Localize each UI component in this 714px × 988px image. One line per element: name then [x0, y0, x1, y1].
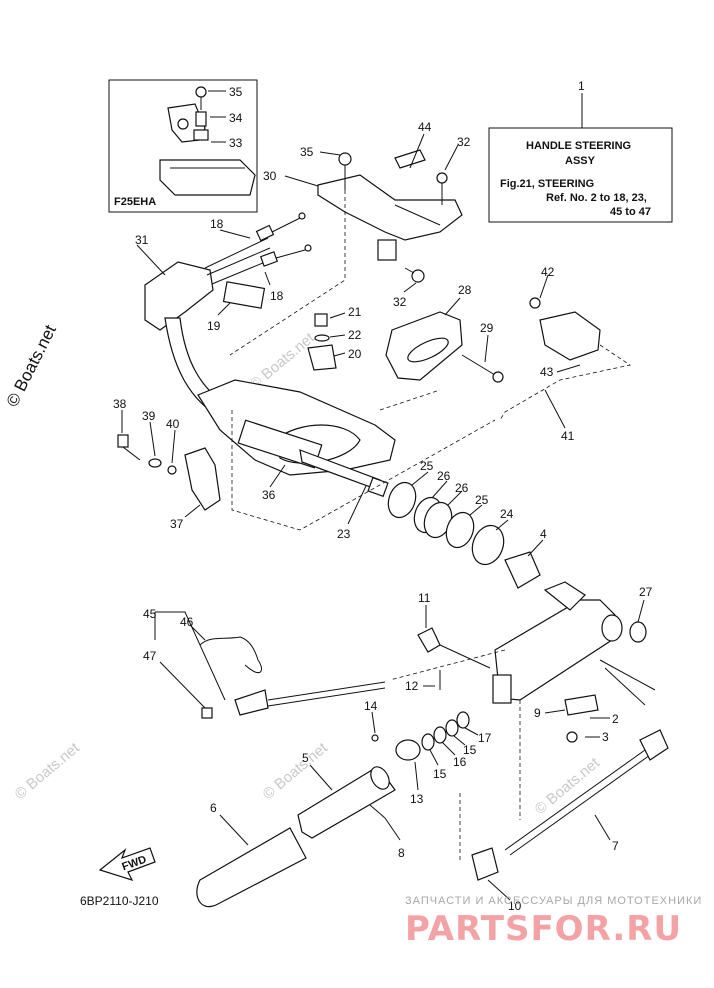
stop-switch-assembly: 42 43 41 — [499, 265, 632, 443]
part-10: 10 — [508, 899, 522, 913]
cover-and-bolt: 28 29 — [385, 283, 504, 383]
part-38: 38 — [113, 397, 127, 411]
part-40: 40 — [166, 417, 180, 431]
part-29: 29 — [480, 321, 494, 335]
part-6: 6 — [210, 801, 217, 815]
part-35: 35 — [300, 145, 314, 159]
part-37: 37 — [170, 517, 184, 531]
part-20: 20 — [348, 347, 362, 361]
part-35-inset: 35 — [229, 85, 243, 99]
part-17: 17 — [478, 731, 492, 745]
watermark-faint-3: © Boats.net — [12, 739, 84, 803]
part-1: 1 — [578, 79, 585, 93]
part-25-b: 25 — [475, 493, 489, 507]
part-32-mid: 32 — [393, 295, 407, 309]
part-3: 3 — [602, 730, 609, 744]
part-7: 7 — [612, 839, 619, 853]
steering-bracket: 36 23 — [197, 379, 396, 541]
inset-f25eha: F25EHA 35 34 33 — [108, 79, 258, 213]
fwd-arrow-icon: FWD — [98, 847, 156, 881]
part-36: 36 — [262, 488, 276, 502]
part-34: 34 — [229, 111, 243, 125]
ref-line-5: 45 to 47 — [610, 206, 651, 218]
part-31: 31 — [135, 233, 149, 247]
throttle-grip-assembly: 31 18 18 19 — [135, 212, 312, 419]
part-13: 13 — [410, 792, 424, 806]
part-8: 8 — [398, 846, 405, 860]
part-5: 5 — [302, 751, 309, 765]
part-18-top: 18 — [210, 217, 224, 231]
part-18-bottom: 18 — [270, 289, 284, 303]
ref-line-4: Ref. No. 2 to 18, 23, — [546, 192, 647, 204]
part-27: 27 — [639, 585, 653, 599]
part-46: 46 — [180, 615, 194, 629]
throttle-shaft-and-grip: 5 6 8 — [196, 751, 405, 908]
part-42: 42 — [541, 265, 555, 279]
part-16: 16 — [453, 755, 467, 769]
watermark-side: © Boats.net — [3, 322, 60, 410]
part-4: 4 — [540, 527, 547, 541]
inset-label: F25EHA — [114, 196, 156, 208]
part-23: 23 — [337, 527, 351, 541]
diagram-code: 6BP2110-J210 — [80, 894, 159, 908]
part-44: 44 — [418, 120, 432, 134]
friction-knob: 11 12 — [405, 591, 491, 693]
part-32-top: 32 — [457, 135, 471, 149]
upper-bracket: 30 35 44 32 32 — [263, 120, 471, 309]
ref-line-2: ASSY — [565, 155, 596, 167]
part-24: 24 — [500, 507, 514, 521]
part-21: 21 — [348, 305, 362, 319]
part-30: 30 — [263, 169, 277, 183]
part-22: 22 — [348, 328, 362, 342]
part-9: 9 — [534, 706, 541, 720]
part-26-a: 26 — [437, 469, 451, 483]
part-15-a: 15 — [433, 767, 447, 781]
part-41: 41 — [561, 429, 575, 443]
reference-box: HANDLE STEERING ASSY Fig.21, STEERING Re… — [488, 79, 673, 223]
part-12: 12 — [405, 679, 419, 693]
branding-logo: PARTSFOR.RU — [405, 909, 682, 949]
part-33: 33 — [229, 136, 243, 150]
guide-lines — [229, 190, 521, 820]
bushing-stack: 25 26 26 25 24 4 — [387, 459, 547, 589]
washer-stack: 13 14 15 16 15 17 — [364, 699, 492, 806]
part-26-b: 26 — [455, 481, 469, 495]
branding-tagline: ЗАПЧАСТИ И АКСЕССУАРЫ ДЛЯ МОТОТЕХНИКИ — [405, 895, 702, 907]
ref-line-3: Fig.21, STEERING — [500, 178, 594, 190]
part-39: 39 — [142, 409, 156, 423]
part-2: 2 — [612, 712, 619, 726]
part-11: 11 — [418, 591, 431, 605]
part-19: 19 — [207, 319, 221, 333]
part-25-a: 25 — [420, 459, 434, 473]
emergency-lanyard: 45 46 47 — [143, 607, 386, 719]
bolt-washer-clamp: 21 22 20 — [307, 305, 362, 371]
watermark-faint-2: © Boats.net — [260, 739, 332, 803]
part-47: 47 — [143, 649, 157, 663]
watermark-faint-4: © Boats.net — [532, 754, 604, 818]
part-43: 43 — [540, 365, 554, 379]
throttle-cable: 7 10 — [459, 729, 669, 913]
part-15-b: 15 — [463, 743, 477, 757]
left-fasteners: 38 39 40 37 — [113, 397, 221, 531]
watermark-faint-1: © Boats.net — [247, 329, 319, 393]
part-28: 28 — [458, 283, 472, 297]
handle-body: 27 2 3 9 — [492, 581, 656, 744]
part-45: 45 — [143, 607, 157, 621]
part-14: 14 — [364, 699, 378, 713]
ref-line-1: HANDLE STEERING — [526, 140, 631, 152]
